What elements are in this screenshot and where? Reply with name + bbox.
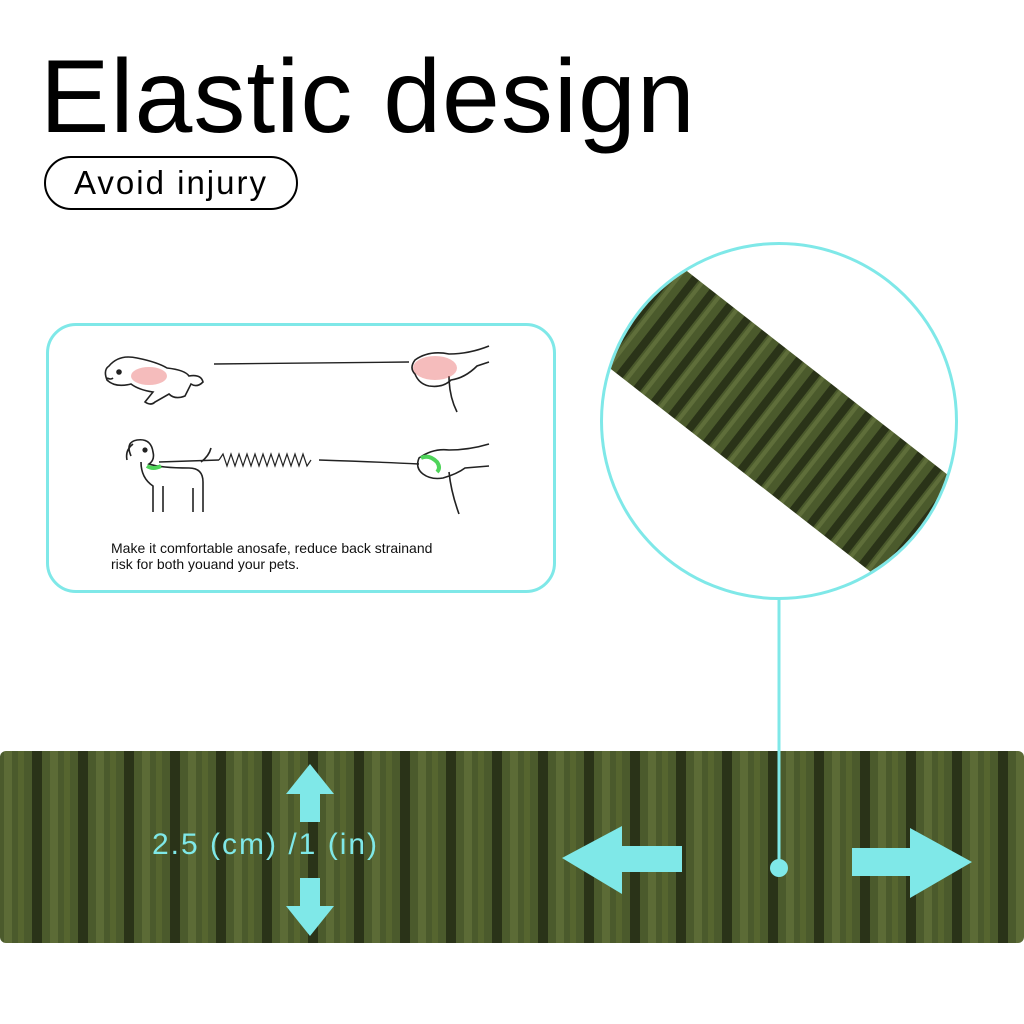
subtitle-text: Avoid injury [74,164,268,201]
dog-calm-icon [125,438,212,512]
comparison-illustration [104,345,490,515]
zoom-detail-circle [600,242,958,600]
leash-closeup [603,245,955,597]
info-caption-line-2: risk for both youand your pets. [111,556,300,572]
hand-relaxed-icon [416,443,490,515]
subtitle-badge: Avoid injury [44,156,298,210]
leash-band [0,751,1024,943]
info-caption-line-1: Make it comfortable anosafe, reduce back… [111,540,433,556]
info-caption: Make it comfortable anosafe, reduce back… [111,540,531,572]
page-title: Elastic design [40,39,696,155]
width-dimension-label: 2.5 (cm) /1 (in) [152,828,380,861]
hand-strained-icon [411,345,490,413]
comparison-illustration-box: Make it comfortable anosafe, reduce back… [46,323,556,593]
dog-pulling-icon [104,356,204,405]
